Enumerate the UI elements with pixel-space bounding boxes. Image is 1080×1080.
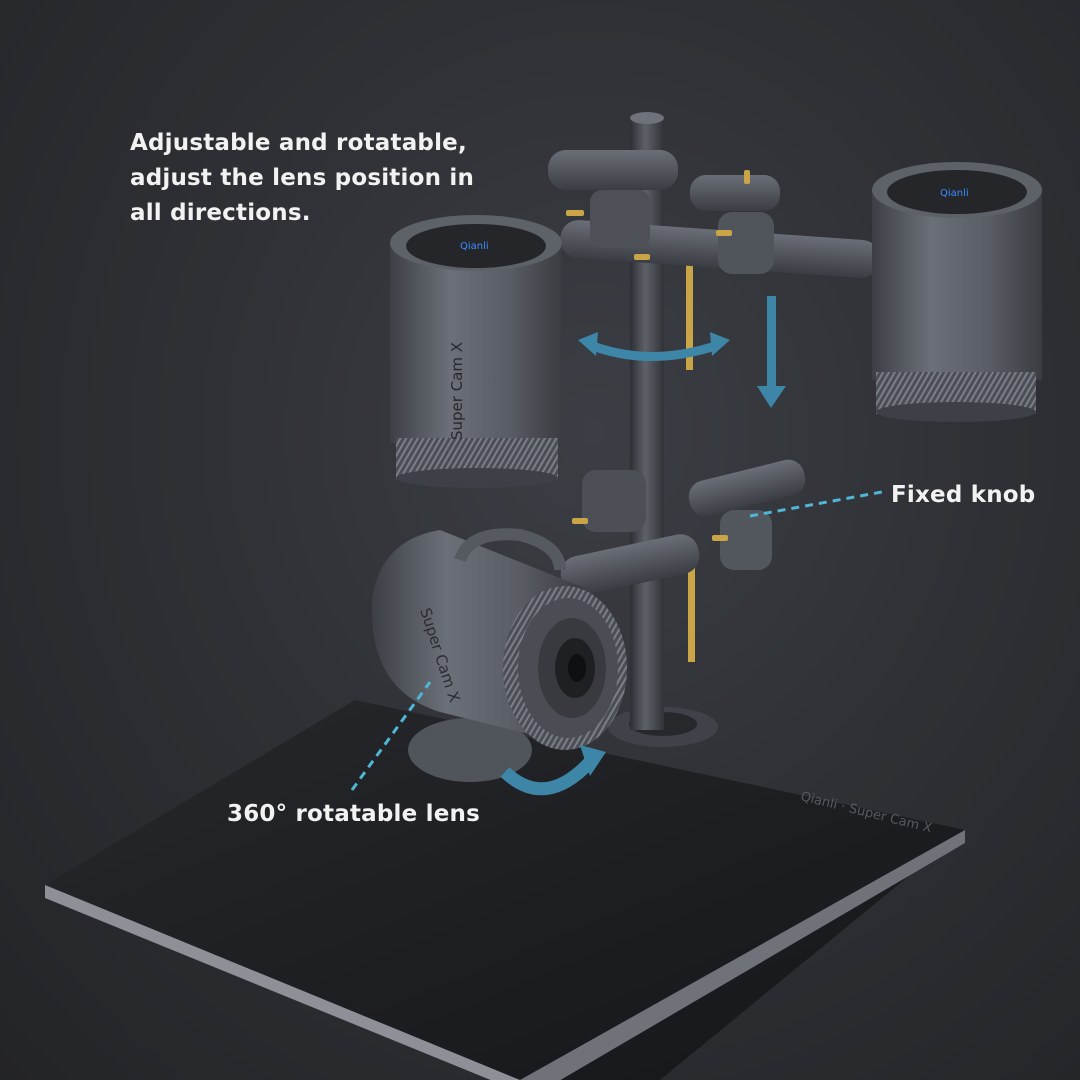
fixed-knob-clamp <box>720 510 772 570</box>
left-camera: Qianli Super Cam X <box>390 215 562 488</box>
upper-crossbar <box>548 150 880 278</box>
brass-rod-upper <box>686 262 693 370</box>
caption-line-1: Adjustable and rotatable, <box>130 130 467 156</box>
lower-crossbar <box>560 459 806 596</box>
caption-line-3: all directions. <box>130 200 311 226</box>
caption-adjustable: Adjustable and rotatable, adjust the len… <box>130 126 475 231</box>
base-plate: Qianli · Super Cam X <box>45 700 965 1080</box>
brass-rod-lower <box>688 550 695 662</box>
left-camera-model-text: Super Cam X <box>448 342 466 440</box>
right-camera: Qianli <box>872 162 1042 422</box>
lower-camera: Super Cam X <box>371 528 627 782</box>
brass-screws-upper <box>566 170 750 260</box>
rotation-arrow-icon <box>578 332 730 361</box>
caption-fixed-knob: Fixed knob <box>891 482 1036 508</box>
caption-rotatable-lens: 360° rotatable lens <box>227 801 480 827</box>
down-arrow-icon <box>757 296 786 408</box>
upper-clamp <box>718 212 774 274</box>
caption-line-2: adjust the lens position in <box>130 165 475 191</box>
left-camera-logo: Qianli <box>460 241 489 252</box>
right-camera-logo: Qianli <box>940 188 969 199</box>
rotate-lens-arrow-icon <box>500 745 606 796</box>
brass-screws-lower <box>572 518 728 541</box>
